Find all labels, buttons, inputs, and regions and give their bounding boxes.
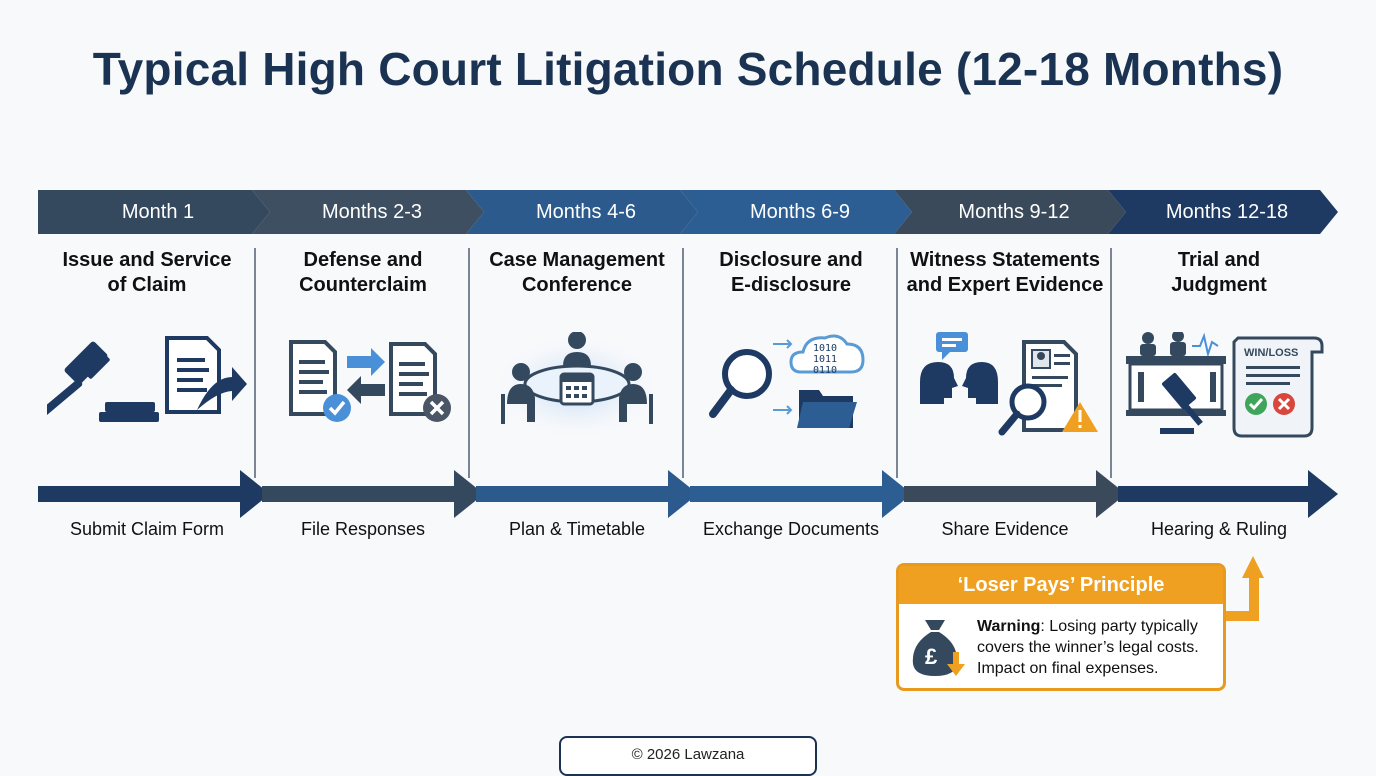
step-label: Exchange Documents: [702, 519, 880, 539]
column-divider: [468, 248, 470, 478]
copyright-footer: © 2026 Lawzana: [559, 736, 817, 776]
orange-up-arrow-icon: [1224, 556, 1264, 621]
money-bag-pound-icon: £: [912, 620, 965, 676]
period-months-12-18: Months 12-18: [1108, 190, 1338, 234]
magnifier-cloud-folder-icon: 1010 1011 0110: [684, 332, 898, 452]
gavel-document-icon: [40, 332, 254, 452]
timeline-arrow: [476, 470, 698, 518]
svg-text:WIN/LOSS: WIN/LOSS: [1244, 347, 1298, 359]
meeting-calendar-icon: [470, 332, 684, 452]
timeline-arrows: [0, 470, 1376, 520]
period-month-1: Month 1: [38, 190, 270, 234]
column-divider: [682, 248, 684, 478]
step-label: Hearing & Ruling: [1150, 519, 1288, 539]
period-months-9-12: Months 9-12: [894, 190, 1126, 234]
witness-evidence-icon: [898, 332, 1112, 452]
svg-text:£: £: [925, 644, 938, 669]
column-divider: [896, 248, 898, 478]
period-months-6-9: Months 6-9: [680, 190, 912, 234]
page-title: Typical High Court Litigation Schedule (…: [92, 43, 1284, 95]
step-label: Submit Claim Form: [69, 519, 225, 539]
svg-text:1010: 1010: [813, 343, 837, 354]
period-months-4-6: Months 4-6: [466, 190, 698, 234]
document-exchange-icon: [256, 332, 470, 452]
period-months-2-3: Months 2-3: [252, 190, 484, 234]
loser-pays-callout: ‘Loser Pays’ Principle £ Warning: Losing…: [896, 563, 1226, 691]
timeline-arrow: [904, 470, 1126, 518]
column-divider: [254, 248, 256, 478]
callout-text: Warning: Losing party typically covers t…: [977, 618, 1199, 677]
step-label: Plan & Timetable: [508, 519, 646, 539]
column-divider: [1110, 248, 1112, 478]
timeline-arrow: [262, 470, 484, 518]
timeline-arrow: [1118, 470, 1338, 518]
callout-heading: ‘Loser Pays’ Principle: [899, 566, 1223, 604]
timeline-arrow: [690, 470, 912, 518]
courtroom-verdict-icon: WIN/LOSS: [1112, 332, 1326, 452]
timeline-arrow: [38, 470, 270, 518]
timeline-header: Month 1 Months 2-3 Months 4-6 Months 6-9…: [0, 190, 1376, 234]
svg-text:0110: 0110: [813, 365, 837, 376]
svg-text:1011: 1011: [813, 354, 837, 365]
step-label: File Responses: [300, 519, 426, 539]
step-label: Share Evidence: [941, 519, 1069, 539]
